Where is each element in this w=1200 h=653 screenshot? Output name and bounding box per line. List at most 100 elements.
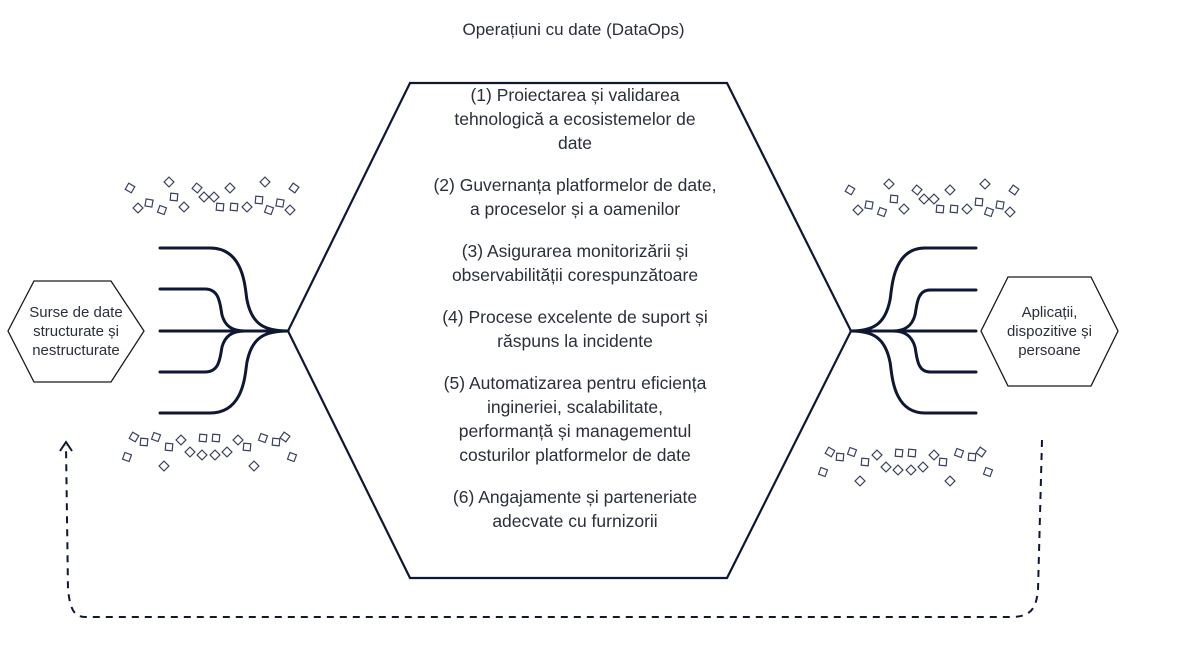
data-particle-diamond: [156, 204, 168, 216]
center-item-6-line-2: adecvate cu furnizorii: [492, 511, 658, 531]
data-particle-diamond: [905, 464, 917, 476]
data-particle-diamond: [184, 446, 196, 458]
center-item-5-line-1: (5) Automatizarea pentru eficiența: [443, 373, 707, 393]
center-item-5-line-3: performanță și managementul: [458, 421, 692, 441]
right-flow-line-4: [891, 329, 978, 374]
center-item-2-line-1: (2) Guvernanța platformelor de date,: [433, 175, 717, 195]
data-particle-diamond: [883, 178, 895, 190]
data-particle-diamond: [254, 195, 264, 205]
data-particle-diamond: [175, 434, 187, 446]
data-particle-diamond: [163, 176, 175, 188]
data-particle-diamond: [944, 184, 956, 196]
right-node-label: Aplicații, dispozitive și persoane: [981, 303, 1118, 360]
center-item-4: (4) Procese excelente de suport și răspu…: [400, 305, 750, 353]
data-particle-diamond: [279, 431, 291, 443]
center-item-5-line-4: costurilor platformelor de date: [459, 445, 691, 465]
data-particle-diamond: [928, 193, 940, 205]
left-node-label: Surse de date structurate și nestructura…: [8, 303, 144, 360]
data-particle-diamond: [846, 446, 858, 458]
data-particle-diamond: [144, 198, 154, 208]
center-item-3-line-2: observabilității corespunzătoare: [451, 265, 699, 285]
left-flow-line-1: [158, 246, 290, 333]
center-item-3: (3) Asigurarea monitorizării și observab…: [400, 239, 750, 287]
right-flow-line-2: [891, 288, 978, 333]
data-particle-diamond: [198, 433, 208, 443]
data-particle-diamond: [178, 201, 190, 213]
center-item-5-line-2: ingineriei, scalabilitate,: [486, 397, 664, 417]
data-particle-diamond: [953, 447, 965, 459]
right-node-hexagon: [980, 276, 1119, 387]
data-particle-diamond: [232, 434, 244, 446]
right-flow-lines: [849, 246, 978, 415]
center-items-list: (1) Proiectarea și validarea tehnologică…: [400, 83, 750, 551]
data-particle-diamond: [215, 202, 225, 212]
right-node-line-1: Aplicații,: [1021, 304, 1078, 321]
data-particle-diamond: [844, 184, 856, 196]
right-node-line-3: persoane: [1018, 342, 1081, 359]
data-particle-diamond: [257, 432, 269, 444]
data-particle-diamond: [894, 448, 904, 458]
right-flow-line-1: [849, 246, 978, 333]
center-item-2: (2) Guvernanța platformelor de date, a p…: [400, 173, 750, 221]
data-particle-diamond: [121, 451, 133, 463]
data-particle-diamond: [248, 460, 260, 472]
data-particle-diamond: [229, 202, 239, 212]
data-particles: [121, 176, 1020, 487]
data-particle-diamond: [944, 475, 956, 487]
data-particle-diamond: [995, 200, 1005, 210]
center-item-2-line-2: a proceselor și a oamenilor: [469, 199, 681, 219]
data-particle-diamond: [209, 449, 221, 461]
data-particle-diamond: [158, 460, 170, 472]
data-particle-diamond: [824, 446, 836, 458]
center-item-1-line-2: tehnologică a ecosistemelor de: [454, 109, 696, 129]
left-node-line-3: nestructurate: [32, 342, 120, 359]
data-particle-diamond: [854, 475, 866, 487]
data-particle-diamond: [286, 451, 298, 463]
data-particle-diamond: [852, 204, 864, 216]
data-particle-diamond: [224, 182, 236, 194]
data-particle-diamond: [982, 466, 994, 478]
particles-top-left: [124, 176, 300, 216]
left-flow-line-5: [158, 329, 290, 415]
data-particle-diamond: [974, 197, 984, 207]
data-particle-diamond: [898, 203, 910, 215]
feedback-arrowhead-icon: [59, 440, 73, 452]
data-particle-diamond: [198, 191, 210, 203]
left-node-line-2: structurate și: [33, 323, 119, 340]
center-item-6-line-1: (6) Angajamente și parteneriate: [452, 487, 698, 507]
data-particle-diamond: [132, 202, 144, 214]
data-particle-diamond: [241, 201, 253, 213]
data-particle-diamond: [211, 433, 221, 443]
left-flow-line-2: [158, 287, 247, 333]
data-particle-diamond: [871, 449, 883, 461]
data-particle-diamond: [128, 431, 140, 443]
data-particle-diamond: [835, 452, 845, 462]
center-item-4-line-1: (4) Procese excelente de suport și: [442, 307, 708, 327]
data-particle-diamond: [124, 182, 136, 194]
left-flow-lines: [158, 246, 290, 415]
data-particle-diamond: [892, 464, 904, 476]
center-item-1-line-1: (1) Proiectarea și validarea: [470, 85, 680, 105]
data-particle-diamond: [961, 203, 973, 215]
data-particle-diamond: [284, 204, 296, 216]
data-particle-diamond: [979, 178, 991, 190]
center-item-4-line-2: răspuns la incidente: [497, 331, 653, 351]
right-node-line-2: dispozitive și: [1006, 323, 1093, 340]
data-particle-diamond: [928, 449, 940, 461]
data-particle-diamond: [221, 446, 233, 458]
data-particle-diamond: [263, 204, 275, 216]
data-particle-diamond: [1004, 206, 1016, 218]
left-node-line-1: Surse de date: [29, 304, 123, 321]
left-flow-line-4: [158, 329, 247, 374]
data-particle-diamond: [983, 206, 995, 218]
data-particle-diamond: [917, 461, 929, 473]
data-particle-diamond: [949, 204, 959, 214]
left-node-hexagon: [7, 280, 145, 383]
data-particle-diamond: [164, 442, 174, 452]
particles-bottom-right: [817, 446, 994, 487]
center-item-6: (6) Angajamente și parteneriate adecvate…: [400, 485, 750, 533]
data-particle-diamond: [271, 437, 281, 447]
data-particle-diamond: [191, 182, 203, 194]
data-particle-diamond: [876, 206, 888, 218]
data-particle-diamond: [817, 466, 829, 478]
